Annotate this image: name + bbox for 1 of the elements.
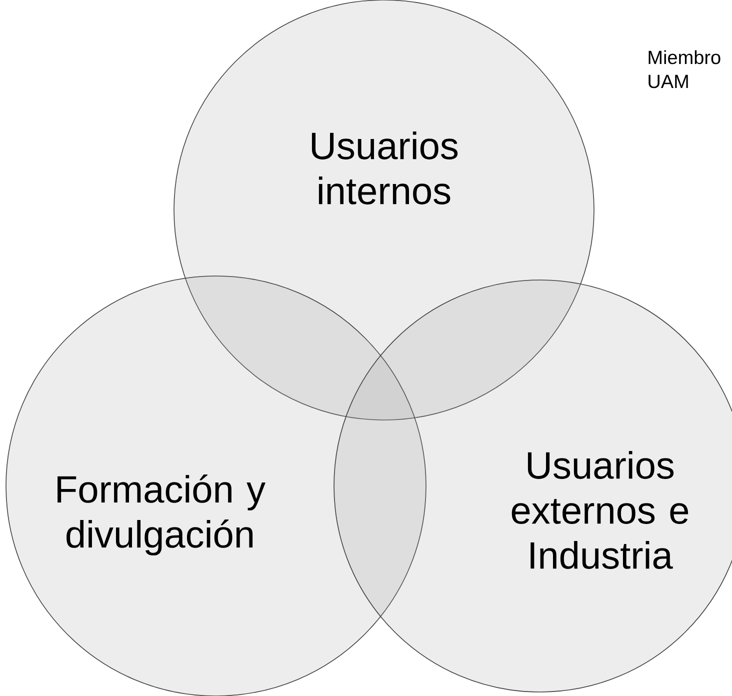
label: Miembro UAM [648, 50, 720, 88]
